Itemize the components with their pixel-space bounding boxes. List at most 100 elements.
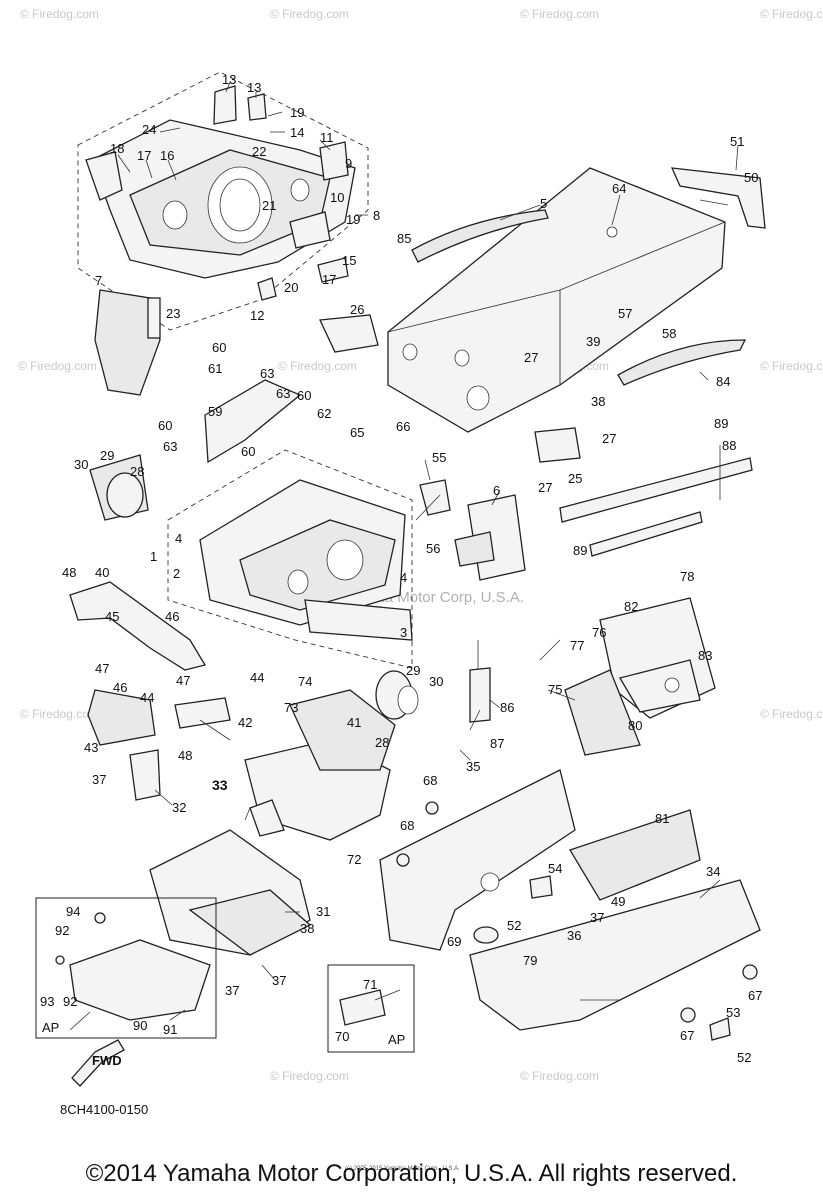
- copyright-footer: ©2014 Yamaha Motor Corporation, U.S.A. A…: [85, 1160, 738, 1187]
- callout-27: 27: [538, 480, 552, 495]
- watermark: © Firedog.com: [20, 707, 99, 721]
- callout-56: 56: [426, 541, 440, 556]
- side-panels-right: [564, 597, 716, 756]
- callout-52: 52: [737, 1050, 751, 1065]
- callout-1: 1: [150, 549, 157, 564]
- diagram-code: 8CH4100-0150: [60, 1102, 148, 1117]
- callout-32: 32: [172, 800, 186, 815]
- callout-77: 77: [570, 638, 584, 653]
- watermark: © Firedog.com: [18, 359, 97, 373]
- callout-60: 60: [241, 444, 255, 459]
- callout-81: 81: [655, 811, 669, 826]
- callout-61: 61: [208, 361, 222, 376]
- callout-55: 55: [432, 450, 446, 465]
- callout-71: 71: [363, 977, 377, 992]
- callout-48: 48: [62, 565, 76, 580]
- callout-4: 4: [400, 570, 407, 585]
- tunnel: [387, 167, 766, 557]
- fine-print: (c) 2005-2015 Yamaha Motor Corp., U.S.A.: [345, 1166, 460, 1172]
- callout-20: 20: [284, 280, 298, 295]
- watermark: © Firedog.com: [760, 359, 823, 373]
- callout-78: 78: [680, 569, 694, 584]
- callout-70: 70: [335, 1029, 349, 1044]
- callout-83: 83: [698, 648, 712, 663]
- middle-cowl: [244, 689, 396, 841]
- callout-18: 18: [110, 141, 124, 156]
- callout-42: 42: [238, 715, 252, 730]
- rear-frame-assembly: [77, 71, 379, 396]
- callout-67: 67: [680, 1028, 694, 1043]
- watermark: © Firedog.com: [760, 7, 823, 21]
- watermark: © Firedog.com: [278, 359, 357, 373]
- callout-33: 33: [212, 777, 228, 793]
- callout-92: 92: [55, 923, 69, 938]
- fwd-arrow-icon: FWD: [71, 1039, 125, 1087]
- callout-12: 12: [250, 308, 264, 323]
- callout-84: 84: [716, 374, 730, 389]
- callout-88: 88: [722, 438, 736, 453]
- callout-27: 27: [524, 350, 538, 365]
- front-lower-cowl: [149, 829, 312, 956]
- callout-45: 45: [105, 609, 119, 624]
- callout-16: 16: [160, 148, 174, 163]
- callout-35: 35: [466, 759, 480, 774]
- callout-37: 37: [272, 973, 286, 988]
- callout-52: 52: [507, 918, 521, 933]
- ap-box-left: [35, 897, 217, 1039]
- callout-90: 90: [133, 1018, 147, 1033]
- callout-17: 17: [137, 148, 151, 163]
- callout-60: 60: [212, 340, 226, 355]
- callout-31: 31: [316, 904, 330, 919]
- callout-2: 2: [173, 566, 180, 581]
- callout-86: 86: [500, 700, 514, 715]
- callout-46: 46: [165, 609, 179, 624]
- callout-11: 11: [320, 130, 334, 145]
- callout-40: 40: [95, 565, 109, 580]
- callout-64: 64: [612, 181, 626, 196]
- callout-6: 6: [493, 483, 500, 498]
- callout-51: 51: [730, 134, 744, 149]
- callout-39: 39: [586, 334, 600, 349]
- leader-lines: [69, 81, 739, 1031]
- callout-60: 60: [297, 388, 311, 403]
- callout-65: 65: [350, 425, 364, 440]
- watermark: © Firedog.com: [270, 1069, 349, 1083]
- callout-3: 3: [400, 625, 407, 640]
- callout-37: 37: [225, 983, 239, 998]
- callout-91: 91: [163, 1022, 177, 1037]
- callout-63: 63: [260, 366, 274, 381]
- callout-72: 72: [347, 852, 361, 867]
- ap-box-right: [327, 964, 415, 1053]
- callout-66: 66: [396, 419, 410, 434]
- callout-13: 13: [222, 72, 236, 87]
- callout-76: 76: [592, 625, 606, 640]
- ap-label: AP: [388, 1032, 405, 1047]
- callout-49: 49: [611, 894, 625, 909]
- callout-19: 19: [290, 105, 304, 120]
- watermark: © Firedog.com: [760, 707, 823, 721]
- callout-43: 43: [84, 740, 98, 755]
- callout-27: 27: [602, 431, 616, 446]
- callout-26: 26: [350, 302, 364, 317]
- callout-7: 7: [95, 273, 102, 288]
- callout-79: 79: [523, 953, 537, 968]
- callout-48: 48: [178, 748, 192, 763]
- callout-53: 53: [726, 1005, 740, 1020]
- callout-89: 89: [714, 416, 728, 431]
- callout-34: 34: [706, 864, 720, 879]
- watermark: © Firedog.com: [20, 7, 99, 21]
- callout-58: 58: [662, 326, 676, 341]
- callout-29: 29: [406, 663, 420, 678]
- callout-92: 92: [63, 994, 77, 1009]
- callout-14: 14: [290, 125, 304, 140]
- callout-30: 30: [429, 674, 443, 689]
- callout-63: 63: [276, 386, 290, 401]
- callout-57: 57: [618, 306, 632, 321]
- callout-21: 21: [262, 198, 276, 213]
- callout-93: 93: [40, 994, 54, 1009]
- callout-85: 85: [397, 231, 411, 246]
- callout-4: 4: [175, 531, 182, 546]
- front-frame: [69, 379, 526, 801]
- callout-46: 46: [113, 680, 127, 695]
